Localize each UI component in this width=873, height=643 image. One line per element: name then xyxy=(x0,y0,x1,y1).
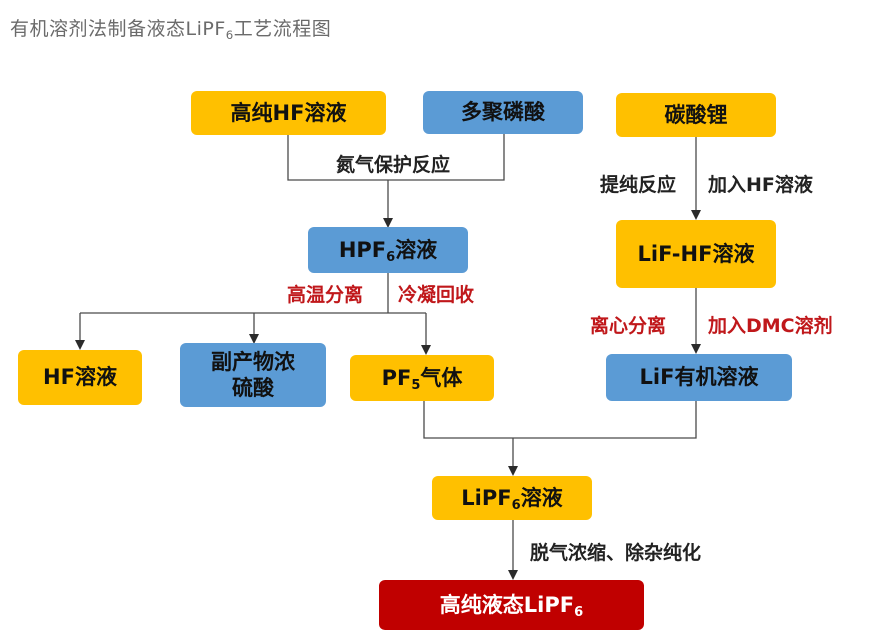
node-lif-organic-solution: LiF有机溶液 xyxy=(606,354,792,401)
edge-hf-merge xyxy=(287,134,505,181)
node-pf5-gas: PF5气体 xyxy=(350,355,494,401)
label-add-hf-solution: 加入HF溶液 xyxy=(708,174,813,196)
node-polyphosphoric-acid: 多聚磷酸 xyxy=(423,91,583,134)
page-title: 有机溶剂法制备液态LiPF6工艺流程图 xyxy=(10,18,332,43)
label-purification-reaction: 提纯反应 xyxy=(600,174,677,196)
node-lipf6-solution: LiPF6溶液 xyxy=(432,476,592,520)
edge-final-merge xyxy=(423,400,697,439)
label-nitrogen-protection: 氮气保护反应 xyxy=(336,154,451,176)
node-high-purity-liquid-lipf6: 高纯液态LiPF6 xyxy=(379,580,644,630)
label-add-dmc-solvent: 加入DMC溶剂 xyxy=(708,315,833,337)
label-condensation-recovery: 冷凝回收 xyxy=(398,284,475,306)
label-degas-purify: 脱气浓缩、除杂纯化 xyxy=(530,542,702,564)
node-lithium-carbonate: 碳酸锂 xyxy=(616,93,776,137)
label-centrifugal-separation: 离心分离 xyxy=(590,315,667,337)
node-hpf6-solution: HPF6溶液 xyxy=(308,227,468,273)
node-high-purity-hf: 高纯HF溶液 xyxy=(191,91,386,135)
node-hf-solution: HF溶液 xyxy=(18,350,142,405)
node-lif-hf-solution: LiF-HF溶液 xyxy=(616,220,776,288)
label-high-temp-separation: 高温分离 xyxy=(287,284,364,306)
node-byproduct-sulfuric-acid: 副产物浓硫酸 xyxy=(180,343,326,407)
